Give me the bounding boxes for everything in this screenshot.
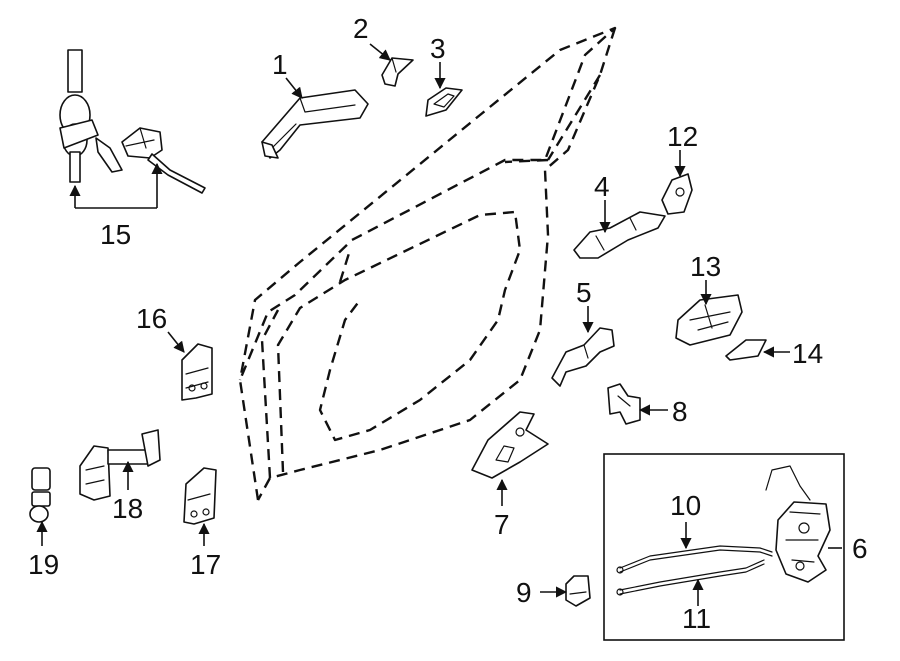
latch-rod-lower bbox=[616, 559, 765, 596]
callout-14: 14 bbox=[792, 338, 823, 369]
hinge-bolt-set bbox=[29, 467, 51, 523]
callout-2: 2 bbox=[353, 13, 369, 44]
callout-16-leader bbox=[167, 331, 185, 353]
callout-16: 16 bbox=[136, 303, 167, 334]
door-check bbox=[79, 429, 161, 501]
callout-7: 7 bbox=[494, 509, 510, 540]
callout-15: 15 bbox=[100, 219, 131, 250]
callout-8: 8 bbox=[672, 396, 688, 427]
callout-10: 10 bbox=[670, 490, 701, 521]
callout-6: 6 bbox=[852, 533, 868, 564]
callout-13: 13 bbox=[690, 251, 721, 282]
callout-4: 4 bbox=[594, 171, 610, 202]
latch-rod-upper bbox=[616, 545, 773, 574]
lock-cylinder-assembly bbox=[59, 49, 206, 194]
upper-hinge bbox=[181, 343, 213, 401]
door-outline bbox=[238, 26, 617, 501]
handle-cap bbox=[381, 57, 414, 87]
outside-door-handle bbox=[261, 89, 369, 159]
lower-hinge bbox=[183, 467, 217, 525]
lock-control-module bbox=[675, 294, 743, 346]
latch-rod-clip bbox=[565, 575, 591, 607]
latch-clip bbox=[607, 383, 641, 425]
callout-1-leader bbox=[285, 77, 303, 99]
callout-3: 3 bbox=[430, 33, 446, 64]
latch-inset-box bbox=[603, 453, 845, 641]
callout-19: 19 bbox=[28, 549, 59, 580]
handle-gasket bbox=[725, 339, 767, 361]
callout-9: 9 bbox=[516, 577, 532, 608]
callout-12: 12 bbox=[667, 121, 698, 152]
handle-bezel bbox=[425, 87, 463, 117]
callout-2-leader bbox=[369, 43, 391, 61]
lock-actuator-bracket bbox=[661, 173, 693, 215]
door-latch-assembly bbox=[765, 465, 831, 583]
callout-5: 5 bbox=[576, 277, 592, 308]
latch-shield bbox=[471, 411, 549, 479]
handle-frame bbox=[573, 211, 666, 259]
callout-1: 1 bbox=[272, 49, 288, 80]
callout-17: 17 bbox=[190, 549, 221, 580]
callout-11: 11 bbox=[682, 603, 711, 634]
handle-reinforcement bbox=[551, 327, 615, 387]
callout-18: 18 bbox=[112, 493, 143, 524]
